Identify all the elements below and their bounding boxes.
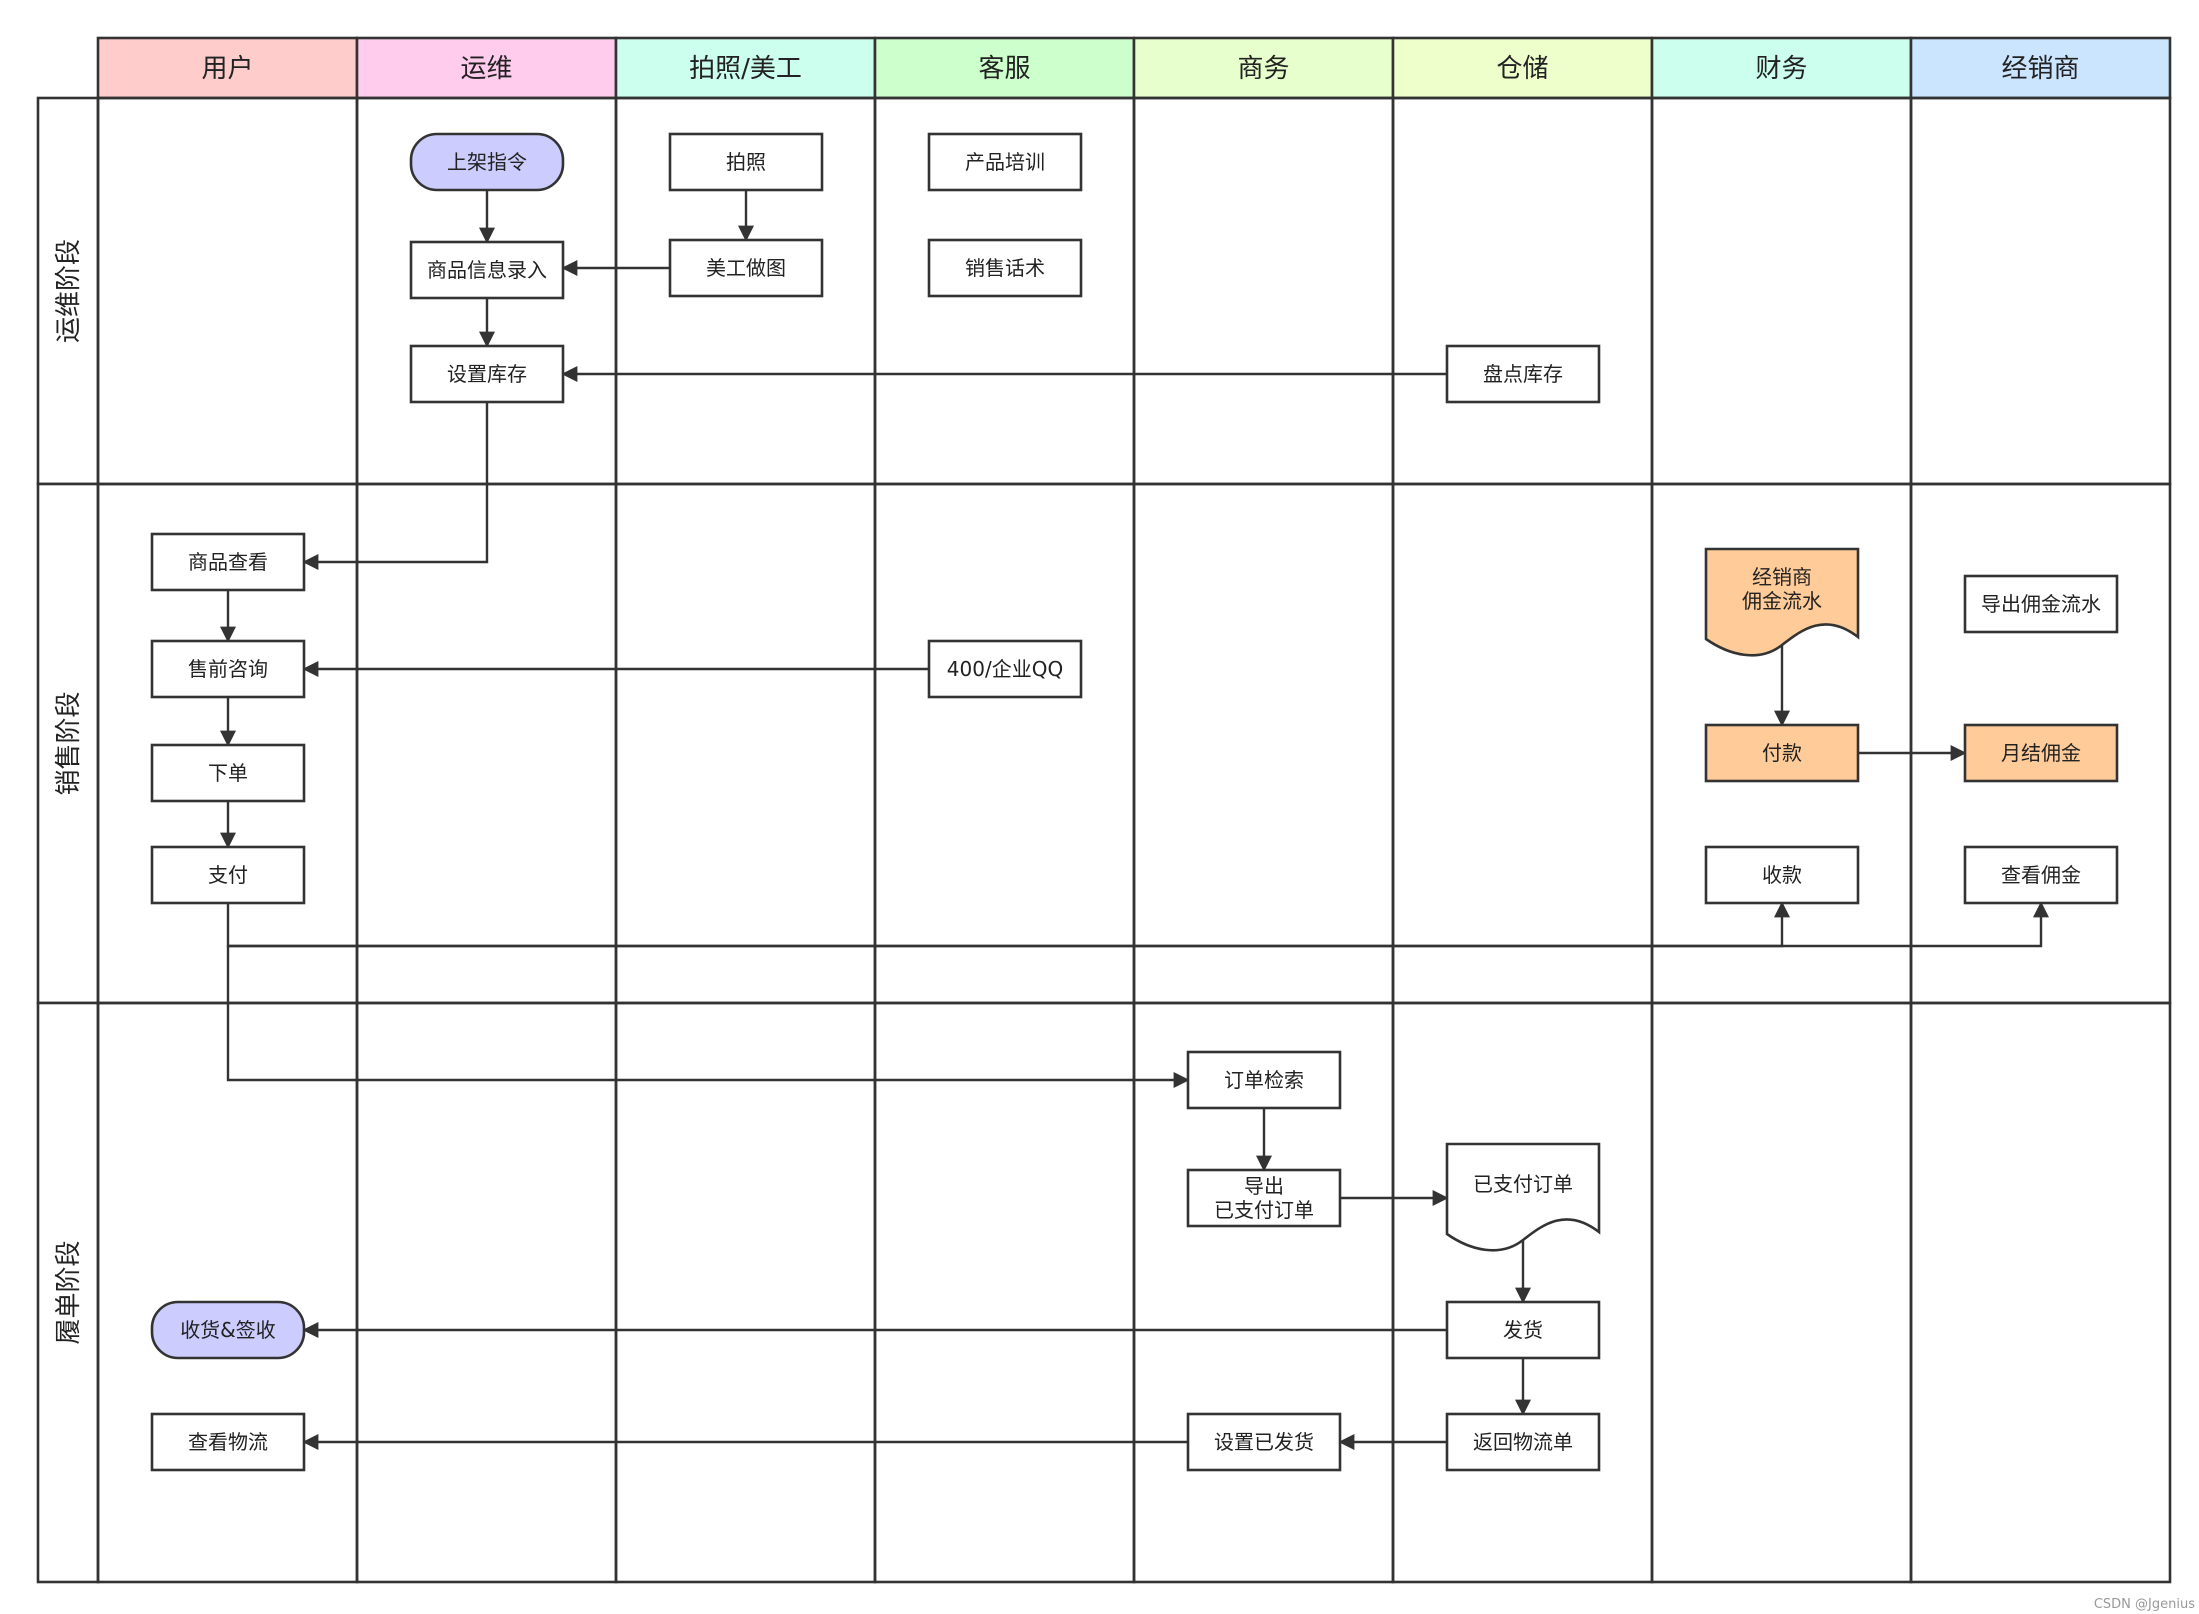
node-export-paid-orders [1186, 1168, 1342, 1228]
lane-cell [614, 1001, 877, 1584]
column-header-label: 财务 [1755, 54, 1807, 84]
node-sales-script-label: 销售话术 [965, 256, 1045, 280]
node-dealer-commission-flow-label: 经销商 [1752, 565, 1812, 589]
node-photo-label: 拍照 [726, 150, 766, 174]
node-view-commission [1963, 845, 2119, 905]
node-product-view [150, 532, 306, 592]
node-photo [668, 132, 824, 192]
column-header-2 [355, 36, 618, 100]
phase-header-2 [36, 482, 100, 1005]
node-view-commission-label: 查看佣金 [2001, 863, 2081, 887]
lane-cell [1909, 1001, 2172, 1584]
node-pay-label: 支付 [208, 863, 248, 887]
node-product-training-label: 产品培训 [965, 150, 1045, 174]
node-shelf-command-label: 上架指令 [447, 150, 527, 174]
phase-header-label: 履单阶段 [54, 1240, 84, 1344]
edge-inventory-to-view [302, 402, 489, 570]
edge-pay-to-search [226, 946, 1190, 1088]
node-set-shipped-label: 设置已发货 [1214, 1430, 1314, 1454]
column-header-label: 用户 [201, 54, 253, 84]
lane-cell [873, 482, 1136, 1005]
column-header-label: 客服 [978, 54, 1030, 84]
node-product-info-entry-label: 商品信息录入 [427, 258, 547, 282]
node-sales-script [927, 238, 1083, 298]
column-header-label: 商务 [1237, 54, 1289, 84]
edge-pay-to-collect [226, 901, 1790, 948]
lane-cell [1132, 482, 1395, 1005]
lane-cell [1391, 96, 1654, 486]
node-product-training [927, 132, 1083, 192]
column-header-6 [1391, 36, 1654, 100]
node-shelf-command [409, 132, 565, 192]
node-art-design-label: 美工做图 [706, 256, 786, 280]
node-product-info-entry [409, 240, 565, 300]
node-export-paid-orders-label: 导出 [1244, 1174, 1284, 1198]
node-dealer-commission-flow-label: 佣金流水 [1742, 589, 1822, 613]
phase-header-label: 运维阶段 [54, 239, 84, 343]
node-ship [1445, 1300, 1601, 1360]
lane-cell [96, 1001, 359, 1584]
node-dealer-commission-flow [1704, 547, 1860, 657]
node-art-design [668, 238, 824, 298]
phase-header-label: 销售阶段 [54, 691, 84, 795]
lane-cell [873, 1001, 1136, 1584]
node-presale-consult [150, 639, 306, 699]
node-export-commission-flow [1963, 574, 2119, 634]
node-export-commission-flow-label: 导出佣金流水 [1981, 592, 2101, 616]
node-collect-payment-label: 收款 [1762, 863, 1802, 887]
node-ship-label: 发货 [1503, 1318, 1543, 1342]
node-hotline-qq [927, 639, 1083, 699]
node-stock-count-label: 盘点库存 [1483, 362, 1563, 386]
lane-cell [1391, 482, 1654, 1005]
column-header-label: 经销商 [2001, 54, 2079, 84]
node-product-view-label: 商品查看 [188, 550, 268, 574]
node-place-order-label: 下单 [208, 761, 248, 785]
lane-cell [1650, 1001, 1913, 1584]
node-receive-sign-label: 收货&签收 [180, 1318, 276, 1342]
column-header-1 [96, 36, 359, 100]
node-view-logistics-label: 查看物流 [188, 1430, 268, 1454]
node-pay [150, 845, 306, 905]
column-header-label: 仓储 [1496, 54, 1548, 84]
node-order-search-label: 订单检索 [1224, 1068, 1304, 1092]
node-stock-count [1445, 344, 1601, 404]
node-place-order [150, 743, 306, 803]
column-header-label: 拍照/美工 [689, 54, 802, 84]
node-set-shipped [1186, 1412, 1342, 1472]
node-payment-out [1704, 723, 1860, 783]
node-export-paid-orders-label: 已支付订单 [1214, 1198, 1314, 1222]
node-return-tracking [1445, 1412, 1601, 1472]
node-set-inventory-label: 设置库存 [447, 362, 527, 386]
lane-cell [96, 96, 359, 486]
node-order-search [1186, 1050, 1342, 1110]
node-hotline-qq-label: 400/企业QQ [947, 657, 1063, 681]
node-view-logistics [150, 1412, 306, 1472]
node-monthly-commission-label: 月结佣金 [2001, 741, 2081, 765]
column-header-label: 运维 [460, 54, 512, 84]
node-payment-out-label: 付款 [1762, 741, 1802, 765]
node-receive-sign [150, 1300, 306, 1360]
node-paid-orders-doc [1445, 1142, 1601, 1252]
column-header-8 [1909, 36, 2172, 100]
watermark: CSDN @Jgenius [2094, 1597, 2195, 1612]
node-presale-consult-label: 售前咨询 [188, 657, 268, 681]
edge-pay-to-viewcomm [228, 901, 2049, 948]
lane-cell [1650, 96, 1913, 486]
node-monthly-commission [1963, 723, 2119, 783]
node-set-inventory [409, 344, 565, 404]
node-paid-orders-doc-label: 已支付订单 [1473, 1172, 1573, 1196]
lane-cell [1132, 96, 1395, 486]
node-return-tracking-label: 返回物流单 [1473, 1430, 1573, 1454]
lane-cell [355, 1001, 618, 1584]
lane-cell [1909, 96, 2172, 486]
node-collect-payment [1704, 845, 1860, 905]
lane-cell [614, 482, 877, 1005]
